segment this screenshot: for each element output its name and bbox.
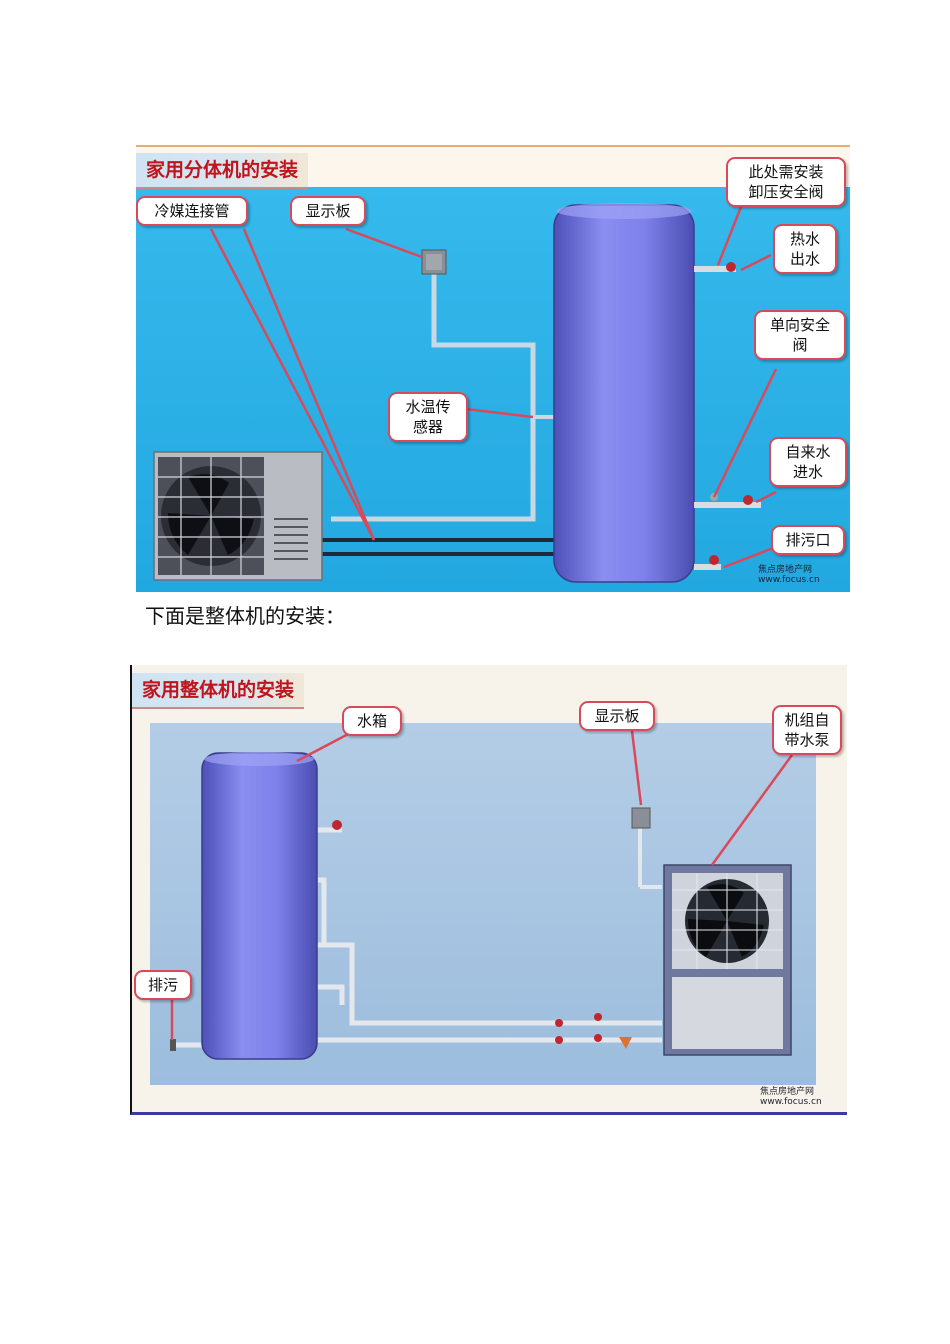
section-caption: 下面是整体机的安装： bbox=[145, 604, 345, 628]
label-tap-water-in: 自来水 进水 bbox=[769, 437, 847, 487]
label-water-temp-sensor: 水温传 感器 bbox=[388, 392, 468, 442]
pointer-refrigerant-a bbox=[209, 228, 376, 541]
split-unit-diagram bbox=[136, 187, 850, 592]
display-panel-box bbox=[631, 807, 651, 829]
label-relief-valve: 此处需安装 卸压安全阀 bbox=[726, 157, 846, 207]
outdoor-unit bbox=[153, 451, 323, 581]
figure1-title: 家用分体机的安装 bbox=[136, 153, 309, 189]
label-drain: 排污 bbox=[134, 970, 192, 1000]
water-tank bbox=[201, 752, 318, 1060]
integrated-unit-installation-figure: 家用整体机的安装 水箱 显示板 机组自 带水泵 排污 焦点房地产网 www.fo… bbox=[130, 665, 847, 1115]
pointer-sensor bbox=[465, 407, 534, 419]
figure2-watermark: 焦点房地产网 www.focus.cn bbox=[760, 1087, 822, 1107]
label-water-tank: 水箱 bbox=[342, 706, 402, 736]
integrated-unit-diagram bbox=[150, 723, 816, 1085]
label-check-valve: 单向安全 阀 bbox=[754, 310, 846, 360]
label-display-panel: 显示板 bbox=[290, 196, 366, 226]
sensor-wire bbox=[331, 272, 536, 522]
label-display-panel: 显示板 bbox=[579, 701, 655, 731]
pointer-display bbox=[630, 730, 643, 806]
figure2-title: 家用整体机的安装 bbox=[132, 673, 305, 709]
figure1-watermark: 焦点房地产网 www.focus.cn bbox=[758, 565, 820, 585]
heat-pump-unit bbox=[663, 864, 792, 1056]
pointer-hot-out bbox=[740, 253, 772, 272]
pointer-tap-in bbox=[755, 490, 777, 504]
split-unit-installation-figure: 家用分体机的安装 冷媒连接管 显示板 此处需安装 卸压安全阀 热水 出水 单向安… bbox=[136, 145, 850, 592]
pointer-check-valve bbox=[712, 368, 778, 498]
label-refrigerant-pipe: 冷媒连接管 bbox=[136, 196, 248, 226]
water-tank bbox=[553, 204, 695, 583]
pointer-pump bbox=[710, 754, 794, 866]
label-drain-outlet: 排污口 bbox=[771, 525, 845, 555]
pointer-drain bbox=[723, 545, 777, 569]
label-hot-water-out: 热水 出水 bbox=[773, 224, 837, 274]
label-built-in-pump: 机组自 带水泵 bbox=[772, 705, 842, 755]
pointer-refrigerant-b bbox=[242, 228, 376, 541]
pointer-water-tank bbox=[296, 729, 355, 763]
pointer-relief bbox=[716, 206, 743, 266]
pointer-display bbox=[345, 227, 423, 259]
